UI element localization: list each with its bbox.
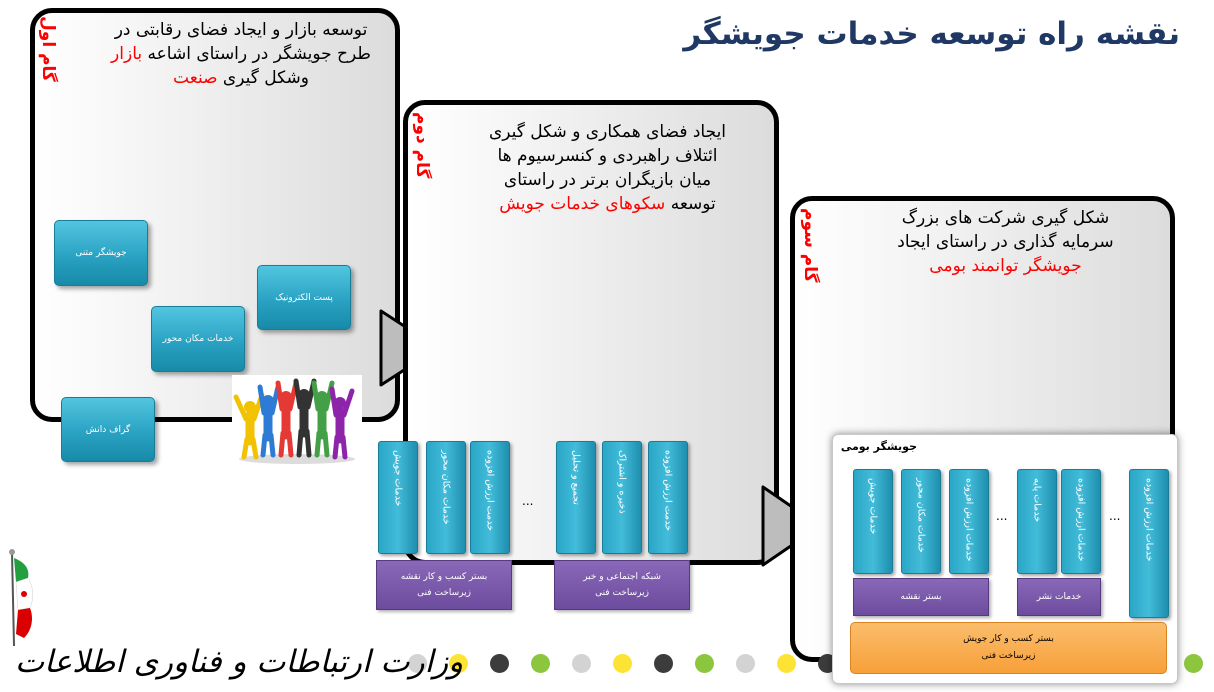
step3-pillar: خدمات مکان محور (901, 469, 941, 574)
social-news-platform: شبکه اجتماعی و خبر زیرساخت فنی (554, 560, 690, 610)
step-2-label: گام دوم (412, 112, 432, 179)
step2-pillar: خدمات جویش (378, 441, 418, 554)
step2-pillar: خدمات مکان محور (426, 441, 466, 554)
native-search-engine-panel: جویشگر بومی خدمات جویش خدمات مکان محور خ… (832, 434, 1178, 684)
map-business-platform: بستر کسب و کار نقشه زیرساخت فنی (376, 560, 512, 610)
ellipsis: ... (1109, 509, 1121, 523)
email-tile: پست الکترونیک (257, 265, 351, 330)
panel-title: جویشگر بومی (840, 440, 917, 453)
step3-pillar: خدمات جویش (853, 469, 893, 574)
iran-flag-icon (9, 549, 33, 647)
decorative-dot (531, 654, 550, 673)
step-3-description: شکل گیری شرکت های بزرگ سرمایه گذاری در ر… (897, 208, 1114, 276)
decorative-dot (449, 654, 468, 673)
decorative-dot (490, 654, 509, 673)
decorative-dot (777, 654, 796, 673)
ministry-logotype: وزارت ارتباطات و فناوری اطلاعات (15, 644, 464, 680)
text-search-tile: جویشگر متنی (54, 220, 148, 286)
step3-pillar: خدمات ارزش افزوده (1061, 469, 1101, 574)
step-2-description: ایجاد فضای همکاری و شکل گیری ائتلاف راهب… (488, 122, 727, 214)
ellipsis: ... (522, 494, 534, 508)
location-services-tile: خدمات مکان محور (151, 306, 245, 372)
step-1-label: گام اول (38, 16, 58, 82)
decorative-dot (1184, 654, 1203, 673)
step3-tall-pillar: خدمات ارزش افزوده (1129, 469, 1169, 618)
step-3-label: گام سوم (800, 208, 820, 283)
step2-pillar: ذخیره و اشتراک (602, 441, 642, 554)
step3-pillar: خدمات ارزش افزوده (949, 469, 989, 574)
publishing-services: خدمات نشر (1017, 578, 1101, 616)
ellipsis: ... (996, 509, 1008, 523)
page-title: نقشه راه توسعه خدمات جویشگر (683, 16, 1180, 52)
step-1-description: توسعه بازار و ایجاد فضای رقابتی در طرح ج… (111, 20, 371, 88)
decorative-dot (572, 654, 591, 673)
step2-pillar: خدمت ارزش افزوده (648, 441, 688, 554)
step2-pillar: خدمت ارزش افزوده (470, 441, 510, 554)
step2-pillar: تجمیع و تحلیل (556, 441, 596, 554)
decorative-dot (654, 654, 673, 673)
decorative-dot (408, 654, 427, 673)
decorative-dot (613, 654, 632, 673)
knowledge-graph-tile: گراف دانش (61, 397, 155, 462)
search-business-foundation: بستر کسب و کار جویش زیرساخت فنی (850, 622, 1167, 674)
teamwork-people-image (232, 375, 362, 465)
decorative-dot (695, 654, 714, 673)
map-platform: بستر نقشه (853, 578, 989, 616)
step3-pillar: خدمات پایه (1017, 469, 1057, 574)
decorative-dot (736, 654, 755, 673)
